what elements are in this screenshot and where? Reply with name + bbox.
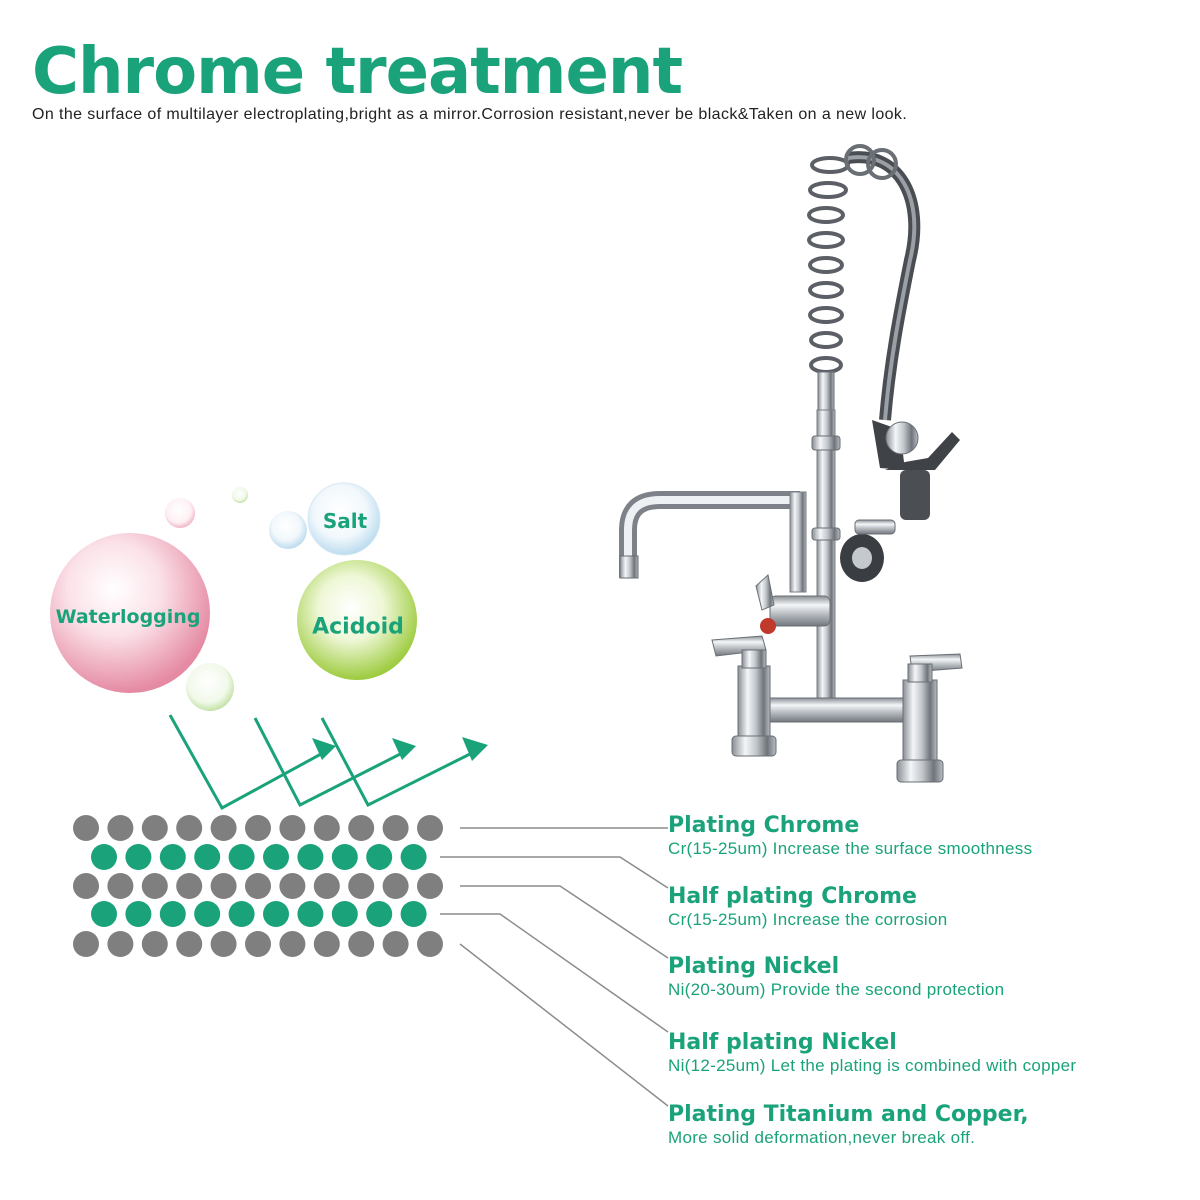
plating-dot	[194, 844, 221, 870]
plating-dot	[313, 873, 340, 899]
arrowhead-2	[392, 738, 416, 760]
page-title: Chrome treatment	[32, 35, 683, 109]
layer-name: Half plating Nickel	[668, 1030, 897, 1055]
plating-dot	[245, 815, 271, 841]
plating-dot	[279, 931, 306, 957]
arrowhead-3	[462, 737, 488, 761]
layer-plating-titanium-copper: Plating Titanium and Copper, More solid …	[668, 1103, 1029, 1149]
plating-dot	[279, 815, 306, 841]
bubble-small-blue	[269, 511, 307, 549]
plating-dots	[73, 815, 443, 957]
plating-dot	[176, 873, 203, 899]
layer-name: Plating Titanium and Copper,	[668, 1102, 1029, 1127]
plating-dot	[141, 873, 168, 899]
bubble-salt	[307, 482, 381, 556]
layer-name: Plating Chrome	[668, 813, 860, 838]
arrow-2	[253, 717, 413, 808]
plating-dot	[159, 901, 186, 927]
plating-dot	[313, 815, 340, 841]
plating-dot	[245, 873, 271, 899]
layer-plating-nickel: Plating Nickel Ni(20-30um) Provide the s…	[668, 955, 1004, 1001]
bubble-label-salt: Salt	[322, 509, 368, 533]
leader-line-5	[459, 943, 669, 1107]
faucet-icon	[619, 144, 963, 783]
plating-dot	[176, 931, 203, 957]
plating-dot	[348, 873, 375, 899]
bubbles-group	[50, 482, 417, 711]
layer-desc: Ni(20-30um) Provide the second protectio…	[668, 980, 1005, 999]
plating-dot	[331, 901, 358, 927]
bubble-label-acidoid: Acidoid	[312, 614, 404, 640]
plating-dot	[91, 901, 117, 927]
leader-line-2	[440, 856, 669, 889]
bubble-waterlogging	[50, 533, 210, 693]
plating-dot	[210, 815, 237, 841]
bubble-label-waterlogging: Waterlogging	[55, 606, 201, 628]
layer-plating-chrome: Plating Chrome Cr(15-25um) Increase the …	[668, 814, 1032, 860]
bubble-acidoid	[297, 560, 417, 680]
layer-name: Half plating Chrome	[668, 884, 917, 909]
plating-dot	[107, 873, 134, 899]
arrow-1	[168, 714, 333, 811]
plating-dot	[263, 901, 289, 927]
plating-dot	[297, 844, 324, 870]
arrow-3	[320, 717, 483, 807]
plating-dot	[400, 901, 427, 927]
arrowheads-group	[312, 737, 488, 761]
layer-half-plating-chrome: Half plating Chrome Cr(15-25um) Increase…	[668, 885, 947, 931]
plating-dot	[382, 815, 409, 841]
plating-dot	[263, 844, 289, 870]
bubble-small-pink	[165, 498, 195, 528]
plating-dot	[297, 901, 324, 927]
plating-dot	[366, 901, 393, 927]
plating-dot	[194, 901, 221, 927]
layer-half-plating-nickel: Half plating Nickel Ni(12-25um) Let the …	[668, 1031, 1076, 1077]
plating-dot	[107, 931, 134, 957]
plating-dot	[348, 815, 375, 841]
plating-dot	[245, 931, 271, 957]
bubble-small-white	[232, 487, 248, 503]
plating-dot	[73, 931, 99, 957]
plating-dot	[382, 873, 409, 899]
layer-desc: More solid deformation,never break off.	[668, 1128, 976, 1147]
layer-desc: Cr(15-25um) Increase the surface smoothn…	[668, 839, 1033, 858]
plating-dot	[73, 815, 99, 841]
layer-name: Plating Nickel	[668, 954, 840, 979]
plating-dot	[348, 931, 375, 957]
plating-dot	[228, 901, 255, 927]
bubble-small-green	[186, 663, 234, 711]
plating-dot	[313, 931, 340, 957]
plating-dot	[210, 931, 237, 957]
plating-dot	[107, 815, 134, 841]
plating-dot	[141, 815, 168, 841]
plating-dot	[125, 901, 152, 927]
layer-desc: Ni(12-25um) Let the plating is combined …	[668, 1056, 1077, 1075]
plating-dot	[366, 844, 393, 870]
arrows-group	[168, 714, 483, 811]
plating-dot	[331, 844, 358, 870]
plating-dot	[400, 844, 427, 870]
plating-dot	[417, 873, 443, 899]
plating-dot	[417, 815, 443, 841]
leader-line-4	[440, 913, 669, 1033]
arrowhead-1	[312, 738, 336, 760]
leader-line-3	[460, 885, 669, 959]
plating-dot	[417, 931, 443, 957]
layer-desc: Cr(15-25um) Increase the corrosion	[668, 910, 948, 929]
plating-dot	[91, 844, 117, 870]
plating-dot	[125, 844, 152, 870]
leader-lines	[440, 827, 669, 1107]
plating-dot	[279, 873, 306, 899]
plating-dot	[382, 931, 409, 957]
plating-dot	[73, 873, 99, 899]
plating-dot	[159, 844, 186, 870]
plating-dot	[176, 815, 203, 841]
page-subtitle: On the surface of multilayer electroplat…	[32, 106, 908, 123]
plating-dot	[141, 931, 168, 957]
plating-dot	[210, 873, 237, 899]
plating-dot	[228, 844, 255, 870]
